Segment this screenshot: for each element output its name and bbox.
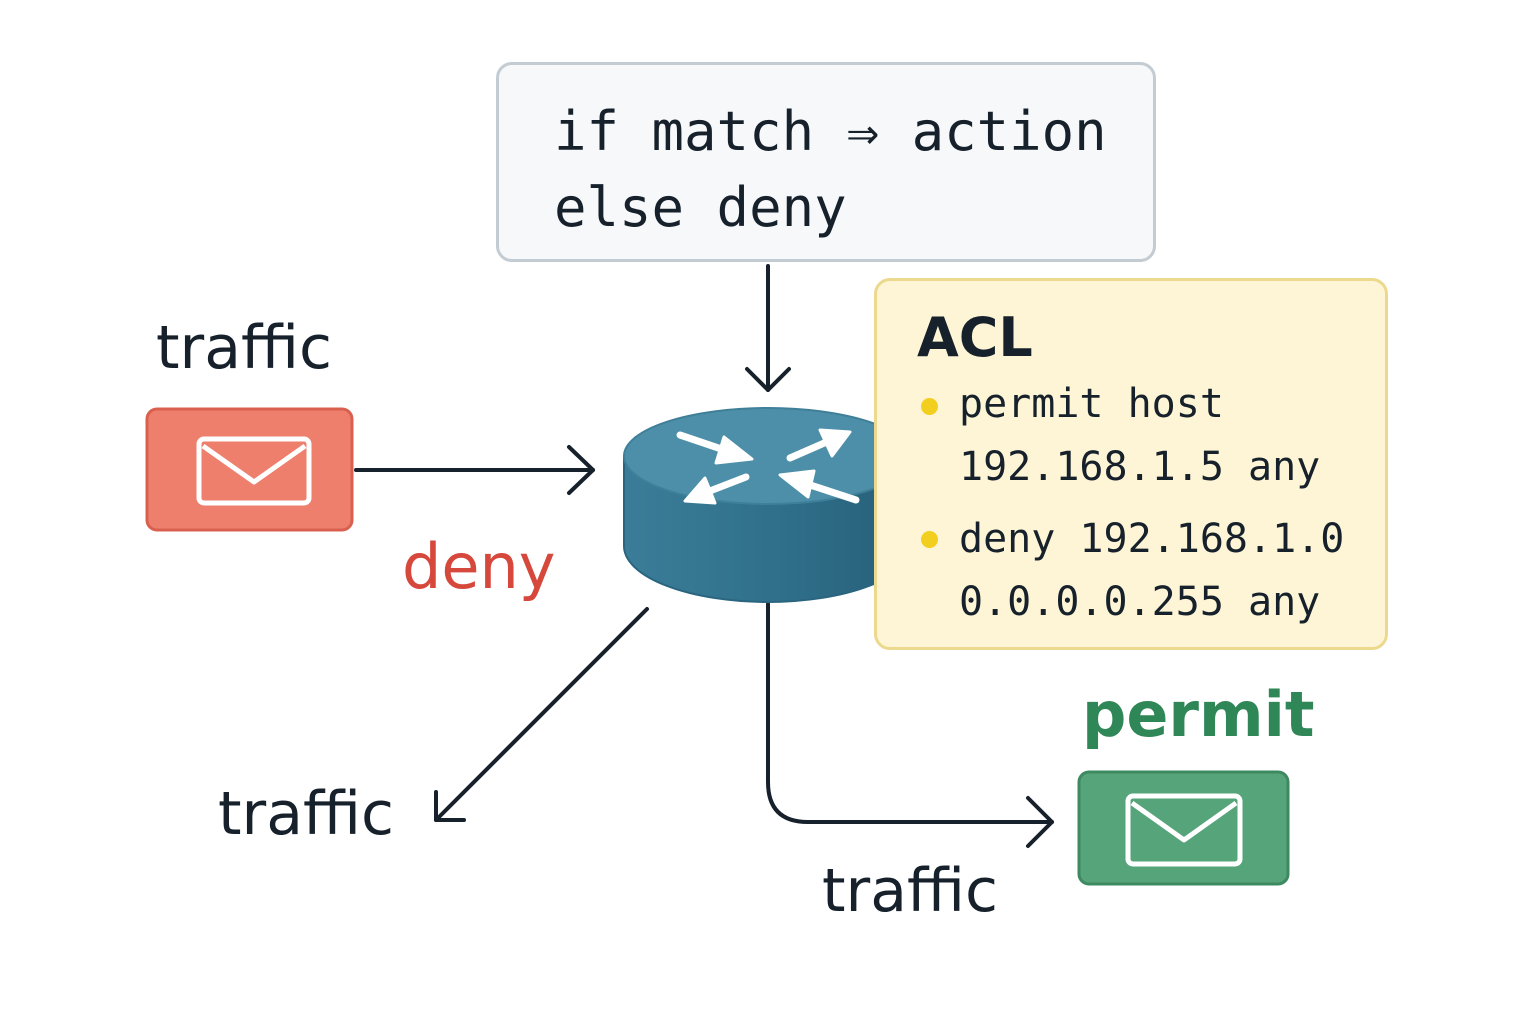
acl-entry-deny: deny 192.168.1.0 0.0.0.0.255 any [959,508,1344,634]
denied-traffic-label: traffic [218,779,394,849]
bullet-icon [921,531,938,548]
denied-traffic-arrow [434,607,649,822]
acl-entry-line: 0.0.0.0.255 any [959,579,1321,625]
rule-match-line: if match ⇒ action [554,100,1107,163]
incoming-traffic-arrow [354,445,595,495]
deny-label: deny [402,530,556,603]
permitted-traffic-label: traffic [822,856,998,926]
acl-entry-line: 192.168.1.5 any [959,444,1321,490]
rule-default-line: else deny [554,176,847,239]
acl-entry-line: permit host [959,381,1224,427]
acl-entry-permit: permit host 192.168.1.5 any [959,373,1320,499]
acl-title: ACL [917,306,1033,369]
rule-box: if match ⇒ action else deny [496,62,1156,262]
rule-to-router-arrow [745,264,791,392]
acl-panel: ACL permit host 192.168.1.5 any deny 192… [874,278,1388,650]
permit-label: permit [1082,678,1315,751]
permitted-envelope-icon [1077,770,1290,886]
bullet-icon [921,398,938,415]
incoming-traffic-label: traffic [156,313,332,383]
permitted-traffic-arrow [766,602,1054,848]
router-icon [623,407,913,603]
incoming-envelope-icon [145,407,354,532]
acl-entry-line: deny 192.168.1.0 [959,516,1345,562]
